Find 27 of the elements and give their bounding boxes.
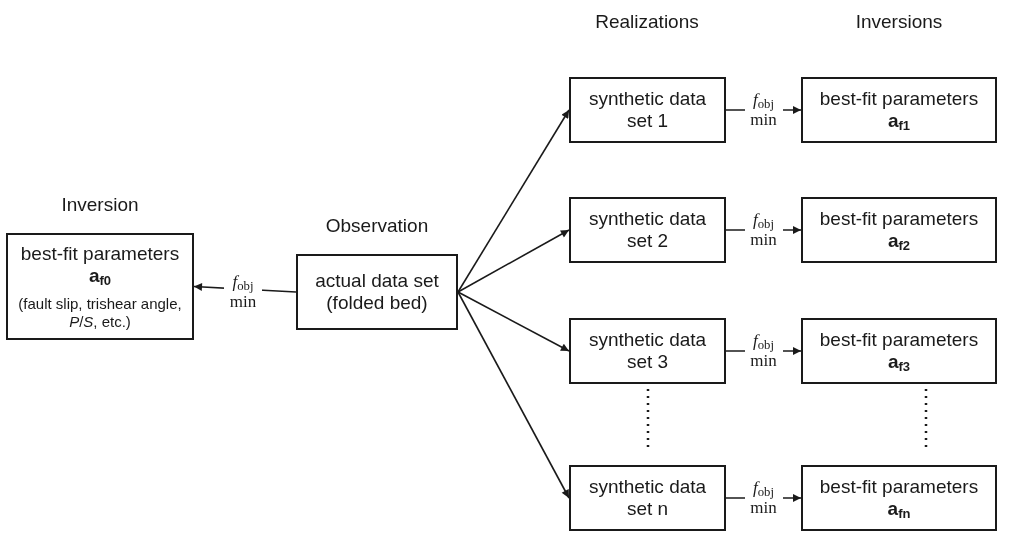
column-heading: Inversions — [855, 10, 943, 34]
box-text: synthetic data set n — [587, 476, 708, 520]
process-box — [569, 318, 726, 384]
process-box — [569, 77, 726, 143]
process-box — [801, 318, 997, 384]
box-heading: Observation — [325, 214, 429, 238]
box-text: best-fit parameters a$_{f3}$ — [818, 329, 980, 373]
process-box — [569, 197, 726, 263]
box-text: synthetic data set 3 — [587, 329, 708, 373]
process-box — [569, 465, 726, 531]
box-text: best-fit parameters a$_{f2}$ — [818, 208, 980, 252]
box-text: best-fit parameters a$_{fn}$ — [818, 476, 980, 520]
box-text: actual data set (folded bed) — [314, 270, 440, 314]
process-box — [801, 197, 997, 263]
arrow — [457, 229, 570, 293]
arrow — [457, 291, 570, 352]
box-note: (fault slip, trishear angle, P/S, etc.) — [17, 294, 183, 331]
box-text: synthetic data set 2 — [587, 208, 708, 252]
process-box — [801, 465, 997, 531]
box-heading: Inversion — [61, 193, 139, 217]
box-text: synthetic data set 1 — [587, 88, 708, 132]
box-text: best-fit parameters a$_{f1}$ — [818, 88, 980, 132]
arrow — [457, 109, 570, 293]
column-heading: Realizations — [595, 10, 699, 34]
arrow — [457, 291, 570, 499]
process-box — [801, 77, 997, 143]
box-text: best-fit parameters a$_{f0}$ — [19, 242, 181, 287]
